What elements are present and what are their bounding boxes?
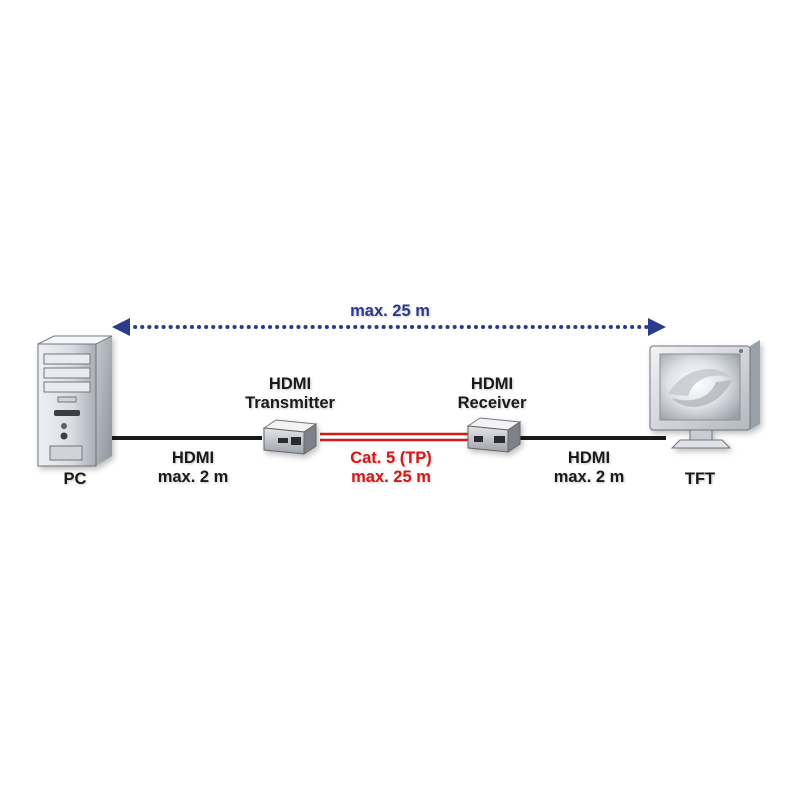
arrow-left-head-icon: [112, 318, 130, 336]
distance-arrow: [112, 318, 666, 336]
arrow-right-head-icon: [648, 318, 666, 336]
link-receiver-tft-length: max. 2 m: [553, 468, 625, 486]
link-pc-transmitter-label: HDMI max. 2 m: [158, 449, 229, 487]
transmitter-device-icon: [262, 419, 318, 455]
tft-label: TFT: [684, 470, 716, 488]
link-cat5-length: max. 25 m: [351, 468, 431, 486]
transmitter-label-line2: Transmitter: [245, 394, 335, 412]
link-cat5-label: Cat. 5 (TP) max. 25 m: [350, 449, 432, 487]
link-pc-transmitter-length: max. 2 m: [157, 468, 229, 486]
cat5-cable: [320, 432, 468, 442]
link-receiver-tft-type: HDMI: [567, 449, 611, 467]
overall-distance-label: max. 25 m: [350, 302, 430, 320]
monitor-icon: [649, 340, 760, 449]
receiver-label: HDMI Receiver: [458, 375, 527, 413]
link-cat5-type: Cat. 5 (TP): [350, 449, 432, 467]
pc-label: PC: [63, 470, 87, 488]
tower-pc-icon: [37, 335, 113, 467]
transmitter-label-line1: HDMI: [268, 375, 312, 393]
link-receiver-tft-label: HDMI max. 2 m: [554, 449, 625, 487]
receiver-label-line2: Receiver: [457, 394, 527, 412]
receiver-label-line1: HDMI: [470, 375, 514, 393]
receiver-device-icon: [466, 417, 522, 453]
link-pc-transmitter-type: HDMI: [171, 449, 215, 467]
transmitter-label: HDMI Transmitter: [245, 375, 335, 413]
